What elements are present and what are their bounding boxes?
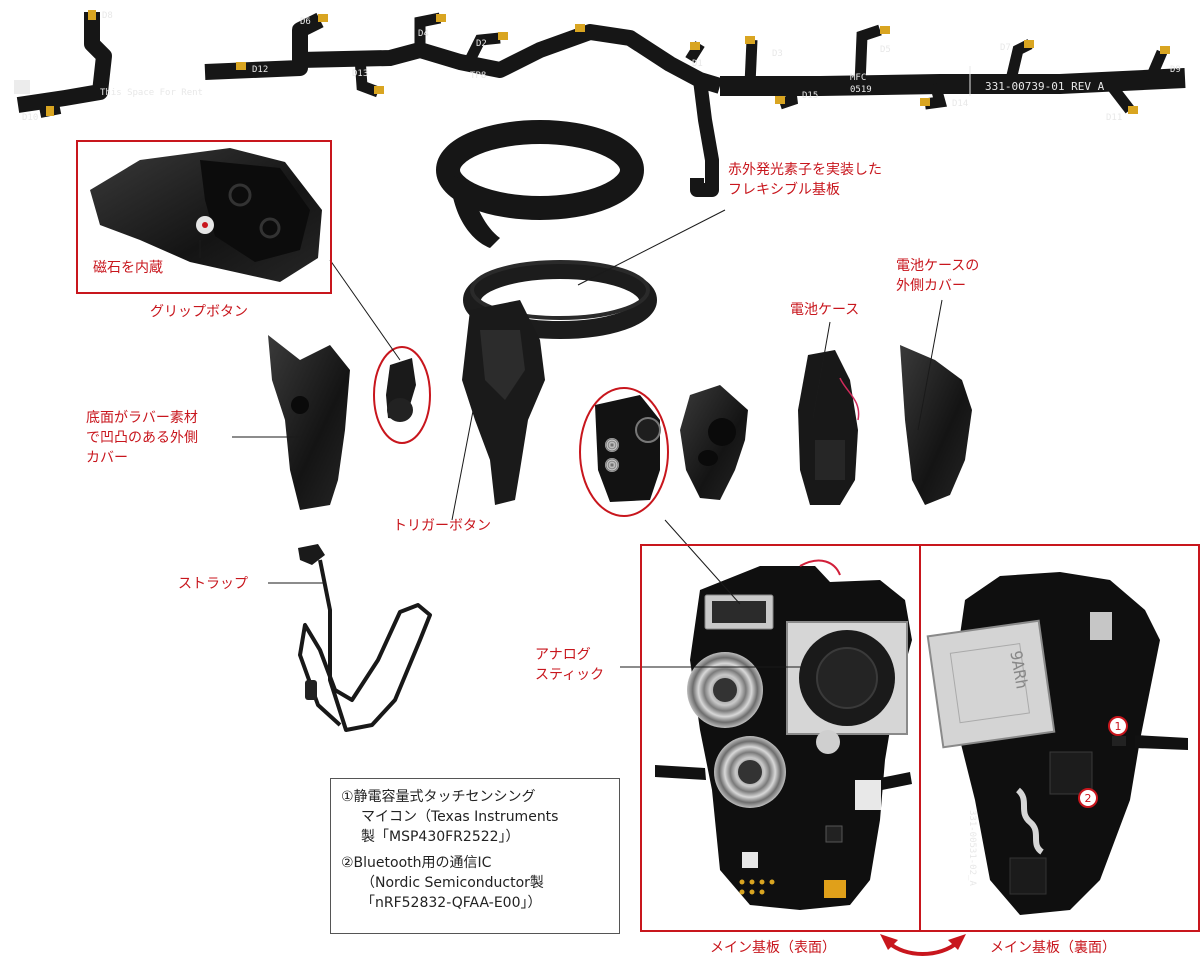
main-board-back: 9ARh 331-00531-02_A xyxy=(926,572,1188,915)
pad-label: TP8 xyxy=(470,71,486,81)
tracking-ring-bottom xyxy=(463,260,657,339)
label-outer-cover-line3: カバー xyxy=(86,450,128,466)
face-plate xyxy=(680,385,748,500)
outer-cover xyxy=(268,335,350,510)
pad-label: D12 xyxy=(252,65,268,75)
label-strap: ストラップ xyxy=(178,576,248,592)
pad-label: D6 xyxy=(300,17,311,27)
pad-label: D15 xyxy=(802,91,818,101)
label-flex-line2: フレキシブル基板 xyxy=(728,182,840,198)
flex-text-mfc: MFC xyxy=(850,73,866,83)
grip-button-closeup xyxy=(90,148,322,282)
marker-2-text: 2 xyxy=(1085,792,1092,805)
flex-text-date: 0519 xyxy=(850,85,872,95)
label-battery-cover-line1: 電池ケースの xyxy=(896,258,980,274)
label-grip-button: グリップボタン xyxy=(150,304,248,320)
battery-cover xyxy=(900,345,972,505)
pad-label: D9 xyxy=(1170,65,1181,75)
flex-pad-labels: D8 D10 D12 D6 D13 D4 TP8 D2 D1 D3 D15 D5… xyxy=(22,11,1181,123)
label-stick-line1: アナログ xyxy=(535,647,591,663)
note-line: 「nRF52832-QFAA-E00」） xyxy=(361,895,542,911)
pad-label: D4 xyxy=(418,29,429,39)
strap xyxy=(298,544,432,732)
label-magnet: 磁石を内蔵 xyxy=(93,260,163,276)
battery-case xyxy=(798,350,860,505)
pad-label: D10 xyxy=(22,113,38,123)
note-line: （Nordic Semiconductor製 xyxy=(361,875,544,891)
main-board-highlight xyxy=(579,387,669,517)
tracking-ring-top xyxy=(436,120,644,248)
pad-label: D13 xyxy=(352,69,368,79)
small-part-highlight xyxy=(373,346,431,444)
pad-label: D5 xyxy=(880,45,891,55)
marker-1: 1 xyxy=(1108,716,1128,736)
pad-label: D14 xyxy=(952,99,968,109)
small-grip-part xyxy=(386,358,416,422)
pad-label: D1 xyxy=(692,59,703,69)
label-stick-line2: スティック xyxy=(535,667,605,683)
note-line: マイコン（Texas Instruments xyxy=(361,809,559,825)
note-line: ②Bluetooth用の通信IC xyxy=(341,855,492,871)
pcb-back-part: 331-00531-02_A xyxy=(967,810,977,886)
label-main-front: メイン基板（表面） xyxy=(710,940,836,956)
marker-2: 2 xyxy=(1078,788,1098,808)
label-battery-case: 電池ケース xyxy=(790,302,860,318)
trigger-assembly xyxy=(462,300,545,505)
flex-pcb: This Space For Rent 331-00739-01 REV A M… xyxy=(14,10,1186,197)
main-board-mini xyxy=(595,395,661,502)
label-outer-cover-line2: で凹凸のある外側 xyxy=(86,430,198,446)
main-board-divider xyxy=(919,544,921,932)
label-flex-line1: 赤外発光素子を実装した xyxy=(728,162,882,178)
pad-label: D7 xyxy=(1000,43,1011,53)
ic-note-box: ①静電容量式タッチセンシング マイコン（Texas Instruments 製「… xyxy=(330,778,620,934)
label-main-back: メイン基板（裏面） xyxy=(990,940,1116,956)
note-line: 製「MSP430FR2522」） xyxy=(361,829,520,845)
pad-label: D3 xyxy=(772,49,783,59)
flex-text-space: This Space For Rent xyxy=(100,88,203,98)
label-outer-cover-line1: 底面がラバー素材 xyxy=(86,410,198,426)
swap-arrow-icon xyxy=(880,934,966,956)
pad-label: D8 xyxy=(102,11,113,21)
marker-1-text: 1 xyxy=(1115,720,1122,733)
leader-lines xyxy=(199,209,943,668)
label-battery-cover-line2: 外側カバー xyxy=(896,278,966,294)
label-trigger: トリガーボタン xyxy=(393,518,491,534)
main-board-front xyxy=(655,559,912,910)
pad-label: D2 xyxy=(476,39,487,49)
pad-label: D11 xyxy=(1106,113,1122,123)
grip-closeup-box xyxy=(76,140,332,294)
note-line: ①静電容量式タッチセンシング xyxy=(341,789,536,805)
flex-text-part: 331-00739-01 REV A xyxy=(985,80,1105,93)
